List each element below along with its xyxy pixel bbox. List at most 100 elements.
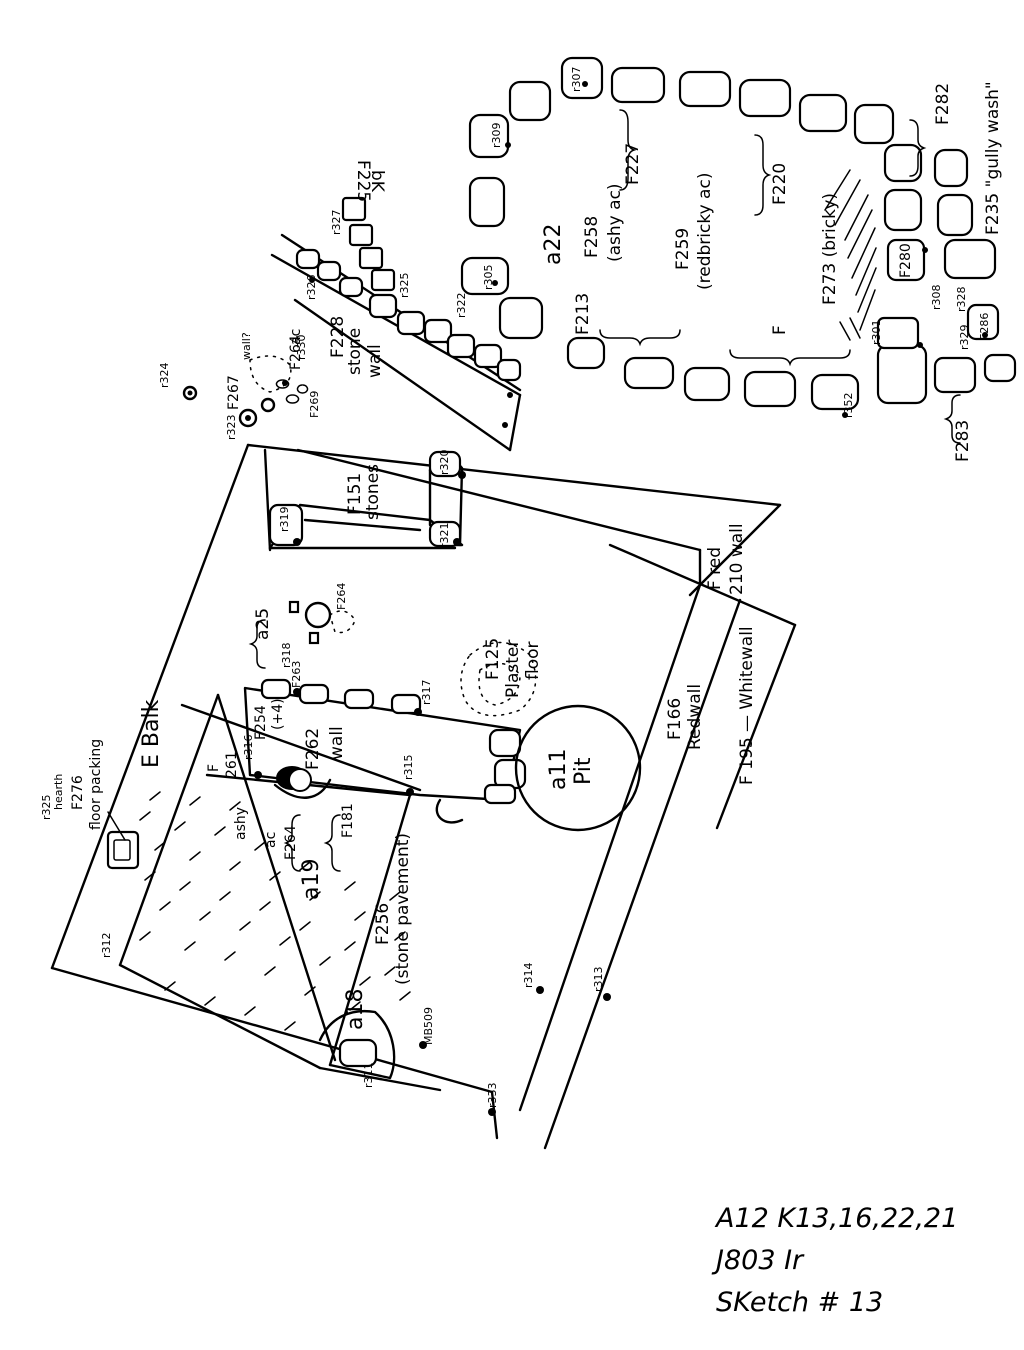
label-mb: MB509 [422,1007,435,1045]
label-f195: F 195 — Whitewall [737,626,757,785]
label-f259: F259 [673,228,693,270]
label-f286: F286 [978,313,991,340]
label-r330: r330 [295,334,308,360]
label-r315: r315 [402,754,415,780]
label-r329: r329 [958,324,971,350]
label-r317: r317 [420,679,433,705]
label-r309: r309 [490,122,503,148]
label-f228: F228 [328,316,348,358]
label-e-balk: E Balk [139,699,164,768]
label-ashy: ashy [233,807,249,840]
label-f262: F262 [303,728,323,770]
label-pit: Pit [571,757,596,785]
label-f263: F263 [290,661,303,688]
label-floor: floor [523,641,543,680]
label-stones: stones [363,464,383,520]
a18-feature [318,1009,396,1080]
label-f264b: F264 [335,583,348,610]
label-f264: F264 [288,335,304,370]
label-f283: F283 [953,420,973,462]
label-r321: r321 [438,522,451,548]
label-f220: F220 [770,163,790,205]
label-f166: F166 [665,698,685,740]
label-f254: F254 [253,705,269,740]
label-f280: F280 [898,243,914,278]
sketch-caption: A12 K13,16,22,21 J803 Ir SKetch # 13 [716,1198,1016,1324]
label-ashy-ac: (ashy ac) [605,183,625,262]
label-r313: r313 [592,966,605,992]
stone-f286 [966,303,1000,341]
label-r327: r327 [330,209,343,235]
label-r352: r352 [842,392,855,418]
stone-r319 [268,503,304,547]
label-r301: r301 [870,319,883,345]
label-a11: a11 [546,749,571,790]
a22-stone-oval [460,56,1017,411]
label-ac-top: ac [288,329,304,345]
caption-line-3: SKetch # 13 [716,1287,884,1318]
label-a19: a19 [299,859,324,900]
label-plaster-floor: Plaster [503,640,523,698]
label-stone-pavement: (stone pavement) [393,833,413,985]
label-ac-f264: ac [263,832,279,848]
label-f225: F225 [353,160,373,202]
label-a25: a25 [253,608,273,640]
label-f276: F276 [70,775,86,810]
label-f151: F151 [345,473,365,515]
a11-pit [435,704,642,832]
label-bk: bK [367,170,387,193]
label-r305: r305 [482,264,495,290]
label-red-210: F red [705,547,725,590]
label-redbricky: (redbricky ac) [695,173,715,290]
label-r326: r326 [305,274,318,300]
label-f254b: (+4) [270,698,286,730]
f267-circles [182,379,309,428]
label-r311: r311 [362,1062,375,1088]
stone-f280 [886,238,926,282]
stone-r321 [428,520,462,548]
label-a22: a22 [541,224,566,265]
label-a18: a18 [343,989,368,1030]
label-r307: r307 [570,66,583,92]
label-wall-q: wall? [240,332,253,360]
stone-r320 [428,450,462,478]
a19-hatch [139,791,411,1031]
label-r320: r320 [438,449,451,475]
label-r322: r322 [455,292,468,318]
label-f258: F258 [582,216,602,258]
label-r318: r318 [280,642,293,668]
label-r308: r308 [930,284,943,310]
f125-plaster-dots [249,355,537,717]
label-f125: F125 [483,638,503,680]
f275-hearth [106,811,140,870]
label-f261: F [206,764,222,772]
label-f235: F235 "gully wash" [983,81,1003,235]
label-f-low: F [770,325,790,335]
label-r319: r319 [278,506,291,532]
label-r312: r312 [100,932,113,958]
annotations: F225 bK r327 r326 r325 r322 r330 F228 st… [40,66,1003,1108]
f228-stone-wall [270,196,522,452]
label-f273: F273 (bricky) [820,193,840,305]
caption-line-2: J803 Ir [716,1245,804,1276]
label-f256: F256 [373,903,393,945]
label-wall-210: 210 wall [727,523,747,595]
label-r324: r324 [158,362,171,388]
datum-points [282,380,848,1116]
a25-feature [288,600,332,645]
label-f269: F269 [308,391,321,418]
label-stone-wall2: wall [365,344,385,378]
label-f181: F181 [340,803,356,838]
caption-line-1: A12 K13,16,22,21 [716,1203,959,1234]
label-hearth: hearth [52,774,65,810]
label-r325a: r325 [398,272,411,298]
label-r314: r314 [522,962,535,988]
label-f264c: F264 [283,825,299,860]
label-redwall: Redwall [685,684,705,750]
braces [248,109,961,872]
label-f282: F282 [933,83,953,125]
label-r325: r325 [40,794,53,820]
label-f267: F267 [226,375,242,410]
label-r328: r328 [955,286,968,312]
